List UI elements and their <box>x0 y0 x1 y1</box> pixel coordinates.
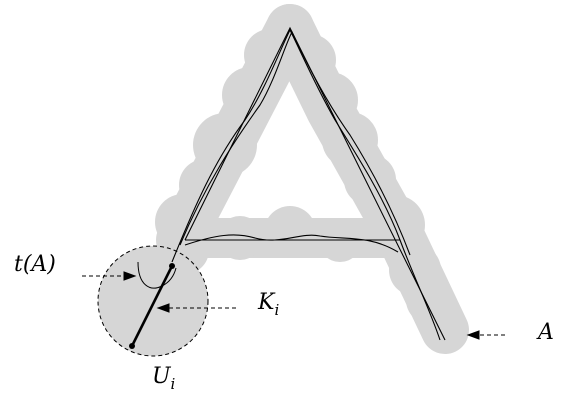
label-A-text: A <box>538 320 554 345</box>
segment-endpoint-top <box>169 263 175 269</box>
arrows <box>82 271 505 340</box>
segment-K-i <box>130 265 174 347</box>
letter-A-curves <box>171 26 446 341</box>
label-U-main: U <box>152 364 171 389</box>
ball-U-i <box>97 245 209 357</box>
label-K-i: Ki <box>258 290 279 319</box>
label-t-of-A: t(A) <box>14 252 56 277</box>
label-K-sub: i <box>274 301 280 319</box>
label-K-main: K <box>258 290 275 315</box>
label-U-i: Ui <box>152 364 175 393</box>
label-U-sub: i <box>170 375 176 393</box>
segment-endpoint-bottom <box>129 343 135 349</box>
tangent-arc <box>137 261 177 289</box>
label-A: A <box>538 320 554 345</box>
label-t-of-A-text: t(A) <box>14 252 56 277</box>
